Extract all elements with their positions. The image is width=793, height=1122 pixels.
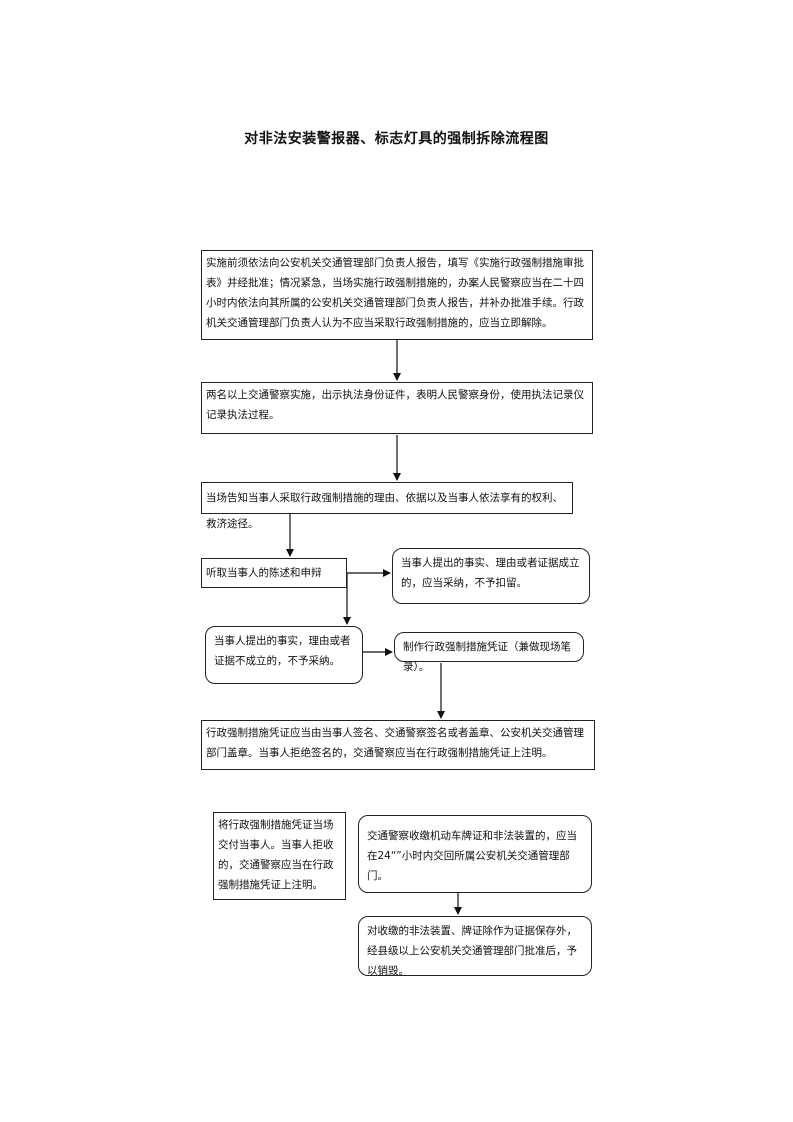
step-sign-certificate-text: 行政强制措施凭证应当由当事人签名、交通警察签名或者盖章、公安机关交通管理部门盖章… [206, 727, 584, 759]
step-inform-party: 当场告知当事人采取行政强制措施的理由、依据以及当事人依法享有的权利、救济途径。 [201, 482, 573, 530]
step-claim-rejected: 当事人提出的事实，理由或者证据不成立的，不予采纳。 [205, 626, 363, 684]
step-hear-statement: 听取当事人的陈述和申辩 [201, 558, 347, 588]
step-two-officers-implement-text: 两名以上交通警察实施，出示执法身份证件，表明人民警察身份，使用执法记录仪记录执法… [206, 389, 584, 421]
step-sign-certificate: 行政强制措施凭证应当由当事人签名、交通警察签名或者盖章、公安机关交通管理部门盖章… [201, 720, 595, 770]
step-deliver-certificate-text: 将行政强制措施凭证当场交付当事人。当事人拒收的，交通警察应当在行政强制措施凭证上… [218, 819, 334, 891]
step-approval-report-text: 实施前须依法向公安机关交通管理部门负责人报告，填写《实施行政强制措施审批表》并经… [206, 257, 584, 329]
step-inform-party-text: 当场告知当事人采取行政强制措施的理由、依据以及当事人依法享有的权利、救济途径。 [206, 492, 563, 530]
step-hear-statement-text: 听取当事人的陈述和申辩 [206, 567, 322, 579]
step-return-plates: 交通警察收缴机动车牌证和非法装置的，应当在24“”小时内交回所属公安机关交通管理… [358, 815, 592, 893]
step-make-certificate: 制作行政强制措施凭证（兼做现场笔录）。 [394, 632, 584, 673]
step-deliver-certificate: 将行政强制措施凭证当场交付当事人。当事人拒收的，交通警察应当在行政强制措施凭证上… [213, 812, 346, 900]
step-claim-rejected-text: 当事人提出的事实，理由或者证据不成立的，不予采纳。 [214, 635, 351, 667]
step-claim-accepted-text: 当事人提出的事实、理由或者证据成立的，应当采纳，不予扣留。 [401, 557, 580, 589]
step-approval-report: 实施前须依法向公安机关交通管理部门负责人报告，填写《实施行政强制措施审批表》并经… [201, 250, 593, 340]
step-make-certificate-text: 制作行政强制措施凭证（兼做现场笔录）。 [403, 641, 571, 673]
step-two-officers-implement: 两名以上交通警察实施，出示执法身份证件，表明人民警察身份，使用执法记录仪记录执法… [201, 382, 593, 434]
step-destroy-devices: 对收缴的非法装置、牌证除作为证据保存外，经县级以上公安机关交通管理部门批准后，予… [358, 916, 592, 977]
step-destroy-devices-text: 对收缴的非法装置、牌证除作为证据保存外，经县级以上公安机关交通管理部门批准后，予… [367, 925, 577, 977]
page-title: 对非法安装警报器、标志灯具的强制拆除流程图 [244, 131, 549, 147]
step-claim-accepted: 当事人提出的事实、理由或者证据成立的，应当采纳，不予扣留。 [392, 548, 590, 604]
step-return-plates-text: 交通警察收缴机动车牌证和非法装置的，应当在24“”小时内交回所属公安机关交通管理… [367, 830, 577, 882]
